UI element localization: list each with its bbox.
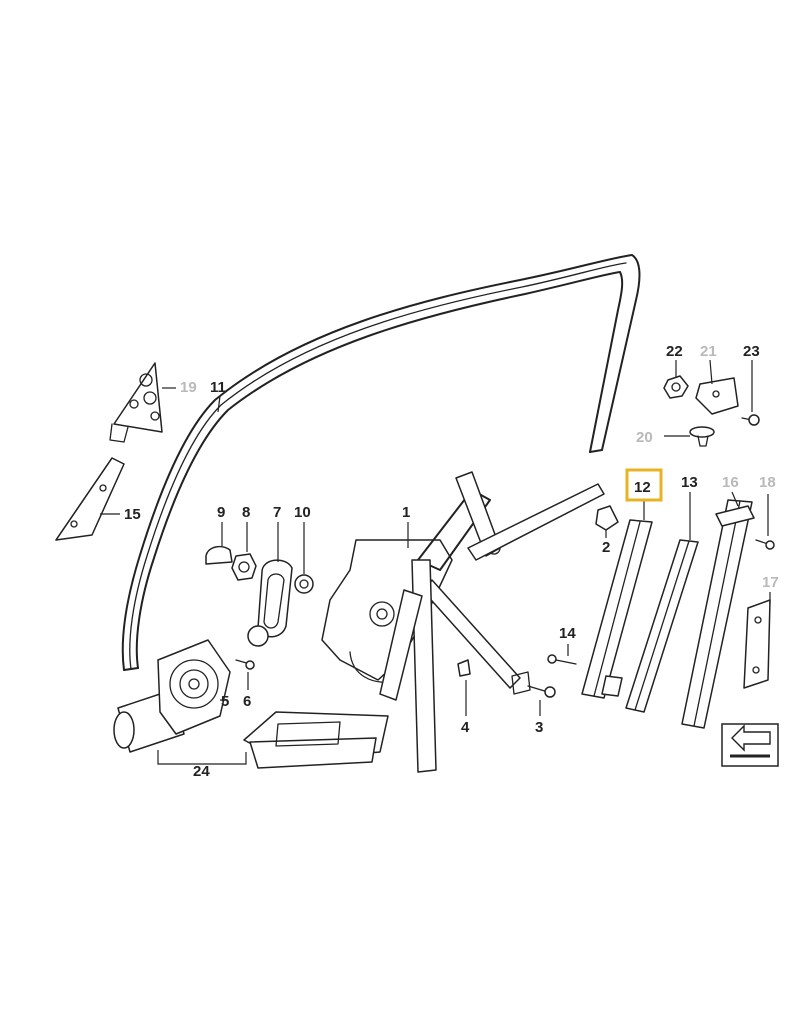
clip-2 [595, 505, 619, 531]
guide-rail-12 [581, 519, 653, 699]
bracket-17 [743, 599, 771, 689]
leader-16 [731, 491, 739, 507]
highlight-box-12 [625, 468, 663, 502]
part-label-12: 12 [634, 479, 651, 496]
part-label-9: 9 [217, 504, 225, 521]
nut-8 [231, 553, 257, 581]
part-label-22: 22 [666, 343, 683, 360]
part-label-17: 17 [762, 574, 779, 591]
direction-arrow-icon [721, 723, 779, 767]
window-frame-seal [121, 254, 641, 671]
triangle-cover-19 [109, 362, 163, 443]
part-label-11: 11 [210, 379, 226, 396]
part-label-1: 1 [402, 504, 410, 521]
part-label-18: 18 [759, 474, 776, 491]
leader-21 [709, 359, 713, 385]
part-label-8: 8 [242, 504, 250, 521]
part-label-20: 20 [636, 429, 653, 446]
part-label-2: 2 [602, 539, 610, 556]
window-motor-5 [113, 639, 231, 753]
leader-11 [217, 395, 221, 413]
guide-rail-16 [681, 499, 755, 729]
part-label-23: 23 [743, 343, 760, 360]
nut-22 [663, 375, 689, 399]
screw-6 [235, 659, 255, 670]
bushing-10 [294, 574, 314, 594]
clip-4 [457, 659, 471, 677]
part-label-14: 14 [559, 625, 576, 642]
part-label-10: 10 [294, 504, 311, 521]
part-label-15: 15 [124, 506, 141, 523]
part-label-4: 4 [461, 719, 470, 736]
triangle-trim-15 [55, 457, 125, 541]
part-label-6: 6 [243, 693, 251, 710]
clip-9 [205, 545, 233, 565]
control-unit-24 [243, 711, 389, 769]
part-label-19: 19 [180, 379, 197, 396]
leader-24 [157, 750, 247, 765]
part-label-24: 24 [193, 763, 210, 780]
belt-7 [247, 559, 293, 647]
part-label-5: 5 [221, 693, 229, 710]
guide-rail-13 [625, 539, 699, 713]
screw-23 [741, 414, 760, 426]
bolt-14 [547, 654, 577, 665]
window-regulator-1 [321, 471, 605, 773]
bracket-21 [695, 377, 739, 415]
part-label-21: 21 [700, 343, 717, 360]
part-label-3: 3 [535, 719, 543, 736]
part-label-7: 7 [273, 504, 281, 521]
bolt-3 [527, 685, 556, 698]
part-label-16: 16 [722, 474, 739, 491]
screw-18 [755, 539, 775, 550]
clip-20 [689, 426, 715, 447]
part-label-13: 13 [681, 474, 698, 491]
